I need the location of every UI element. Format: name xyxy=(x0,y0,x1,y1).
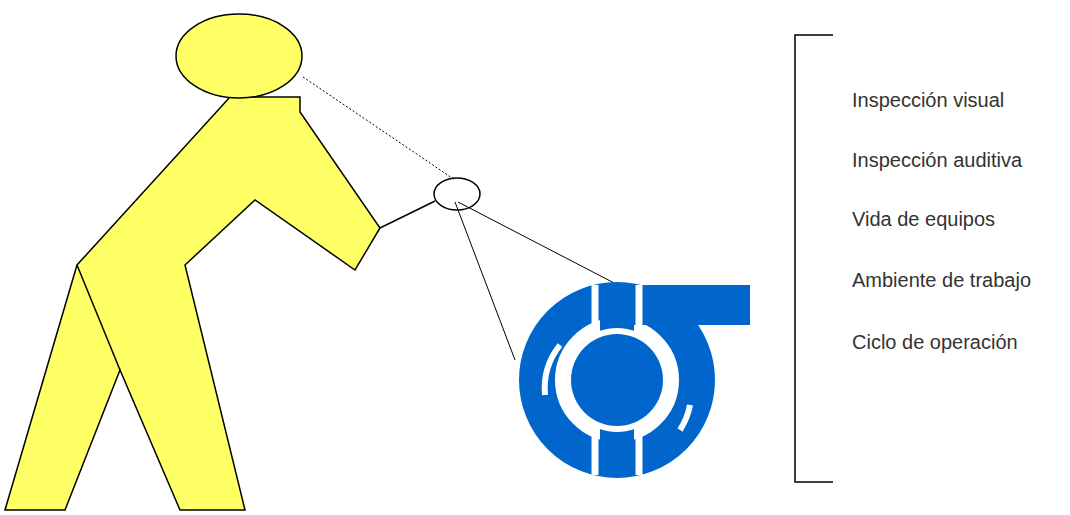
person-head xyxy=(176,14,302,98)
sight-line xyxy=(303,77,455,180)
view-line xyxy=(455,202,515,360)
leg-line xyxy=(77,265,120,370)
list-item-label: Inspección auditiva xyxy=(852,148,1022,172)
person-figure xyxy=(5,97,380,510)
list-item-label: Ciclo de operación xyxy=(852,330,1018,354)
pump-symbol xyxy=(537,285,750,475)
magnifier-handle xyxy=(380,201,435,228)
list-item-label: Inspección visual xyxy=(852,88,1004,112)
bracket xyxy=(795,35,833,482)
magnifier-lens xyxy=(434,178,480,210)
list-item-label: Vida de equipos xyxy=(852,207,995,231)
list-item-label: Ambiente de trabajo xyxy=(852,268,1031,292)
